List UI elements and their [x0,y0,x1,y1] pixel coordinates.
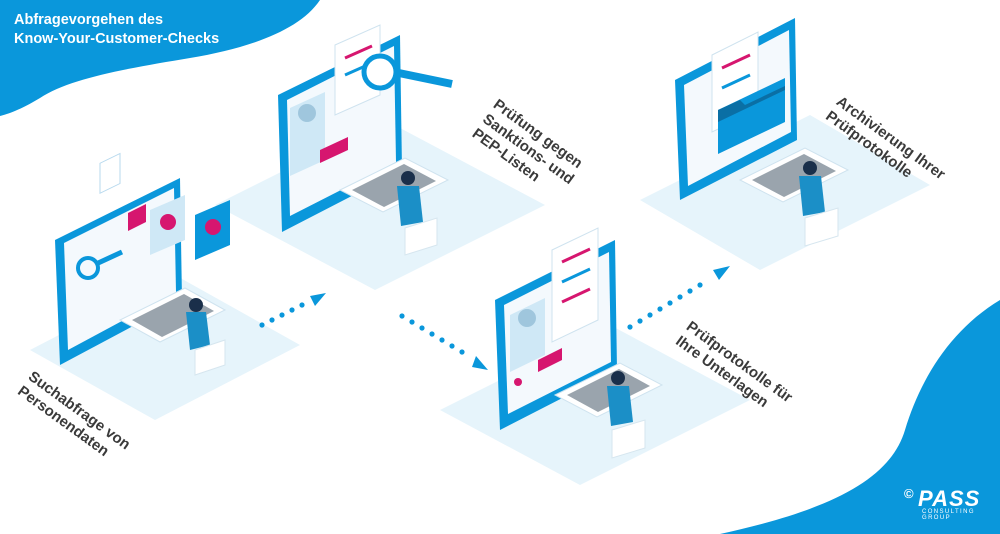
platform-step-1 [30,275,300,420]
person-head-2 [401,171,415,185]
magnifier-icon-1 [76,256,100,280]
workstation-step-1 [55,152,230,376]
copyright-symbol: © [904,486,914,501]
connector-2 [399,313,488,370]
magnifier-icon-2 [361,53,399,91]
diagram-title: Abfragevorgehen des Know-Your-Customer-C… [14,11,219,49]
person-body-3 [607,386,633,426]
diagram-title-line-2: Know-Your-Customer-Checks [14,31,220,47]
person-head-3 [611,371,625,385]
connector-3 [627,266,730,330]
checklist-3 [551,227,599,343]
arrow-head-2 [472,356,488,370]
workstation-step-2 [278,24,453,256]
footer-blob [720,300,1000,534]
company-logo: © PASS CONSULTING GROUP [904,486,1000,521]
workstation-step-4 [675,18,850,247]
diagram-title-line-1: Abfragevorgehen des [14,12,164,28]
header-blob [0,0,320,116]
chair-1 [194,339,226,376]
logo-brand: PASS [918,486,981,511]
chair-2 [404,217,438,256]
chair-4 [804,207,839,247]
connector-1 [259,293,326,328]
arrow-head-1 [310,293,326,306]
avatar-1b [205,219,221,235]
screen-1 [64,188,176,350]
logo-subtitle: CONSULTING GROUP [922,509,975,521]
person-head-1 [189,298,203,312]
person-body-4 [799,176,825,216]
person-head-4 [803,161,817,175]
workstation-step-3 [495,227,664,459]
person-body-1 [186,312,210,350]
person-body-2 [397,186,423,226]
avatar-1a [160,214,176,230]
chair-3 [611,419,646,459]
arrow-head-3 [713,266,730,280]
